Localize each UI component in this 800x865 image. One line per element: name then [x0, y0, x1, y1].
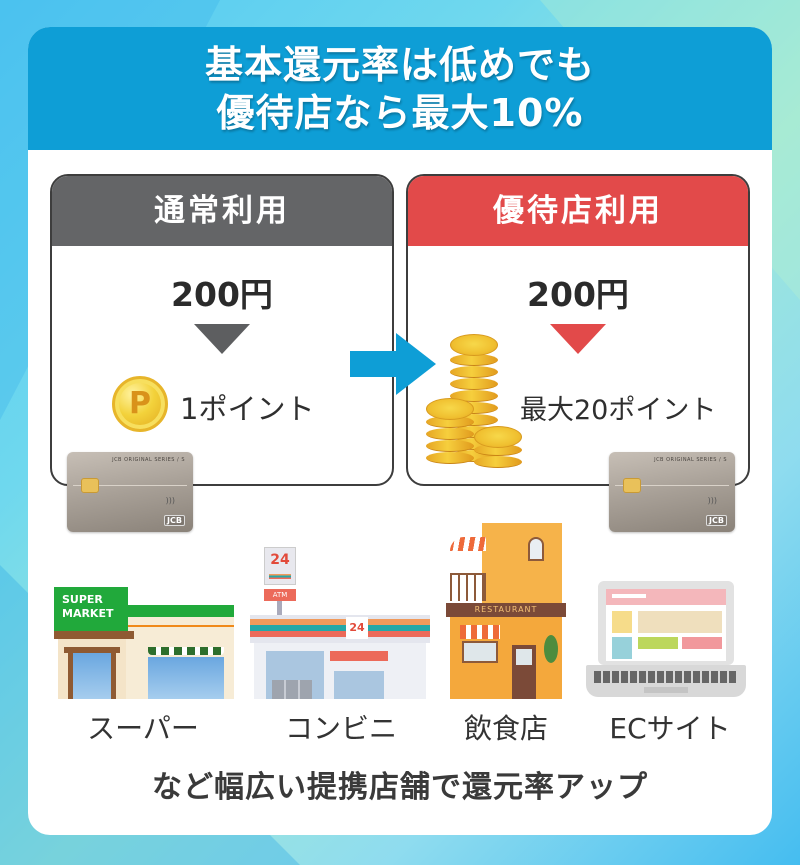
- card-series-text: JCB ORIGINAL SERIES / S: [112, 457, 185, 463]
- headline-banner: 基本還元率は低めでも 優待店なら最大10%: [28, 27, 772, 150]
- point-coin-icon: P: [112, 376, 168, 432]
- convenience-sign-24: 24: [270, 552, 290, 568]
- credit-card-image: JCB ORIGINAL SERIES / S ))) JCB: [609, 452, 735, 532]
- partner-amount: 200円: [527, 275, 629, 314]
- atm-sign: ATM: [264, 589, 296, 601]
- convenience-sign-24-small: 24: [346, 617, 368, 639]
- info-card: 基本還元率は低めでも 優待店なら最大10% 通常利用 200円 P 1ポイント …: [28, 27, 772, 835]
- tagline: など幅広い提携店舗で還元率アップ: [152, 770, 648, 805]
- partner-store-title: 優待店利用: [408, 176, 748, 246]
- supermarket-sign-line-1: SUPER: [62, 593, 103, 606]
- restaurant-illustration: RESTAURANT: [446, 517, 566, 699]
- card-series-text: JCB ORIGINAL SERIES / S: [654, 457, 727, 463]
- store-label-supermarket: スーパー: [87, 712, 199, 745]
- store-label-ec-site: ECサイト: [609, 712, 731, 745]
- card-chip-icon: [81, 478, 99, 493]
- headline-line-2: 優待店なら最大10%: [216, 91, 584, 135]
- down-triangle-icon: [550, 324, 606, 354]
- supermarket-sign-line-2: MARKET: [62, 607, 114, 620]
- contactless-icon: ))): [707, 496, 717, 505]
- normal-usage-title: 通常利用: [52, 176, 392, 246]
- store-label-restaurant: 飲食店: [463, 712, 548, 745]
- arrow-right-head-icon: [396, 333, 436, 395]
- partner-store-panel: 優待店利用 200円 最大20ポイント: [406, 174, 750, 486]
- arrow-right-icon: [350, 351, 398, 377]
- store-label-convenience: コンビニ: [284, 712, 397, 745]
- partner-points: 最大20ポイント: [520, 395, 717, 426]
- card-brand-logo: JCB: [164, 515, 185, 526]
- headline-line-1: 基本還元率は低めでも: [204, 43, 595, 87]
- restaurant-sign: RESTAURANT: [446, 603, 566, 617]
- normal-amount: 200円: [171, 275, 273, 314]
- coin-mark: P: [129, 386, 151, 421]
- ec-site-laptop-illustration: [586, 581, 746, 701]
- card-chip-icon: [623, 478, 641, 493]
- card-brand-logo: JCB: [706, 515, 727, 526]
- contactless-icon: ))): [165, 496, 175, 505]
- coin-stack-mid: [426, 398, 474, 470]
- credit-card-image: JCB ORIGINAL SERIES / S ))) JCB: [67, 452, 193, 532]
- supermarket-illustration: SUPER MARKET: [54, 587, 234, 699]
- convenience-store-illustration: 24 ATM 24: [250, 547, 430, 699]
- normal-points: 1ポイント: [180, 392, 315, 426]
- down-triangle-icon: [194, 324, 250, 354]
- normal-usage-panel: 通常利用 200円 P 1ポイント: [50, 174, 394, 486]
- coin-stack-short: [474, 426, 522, 472]
